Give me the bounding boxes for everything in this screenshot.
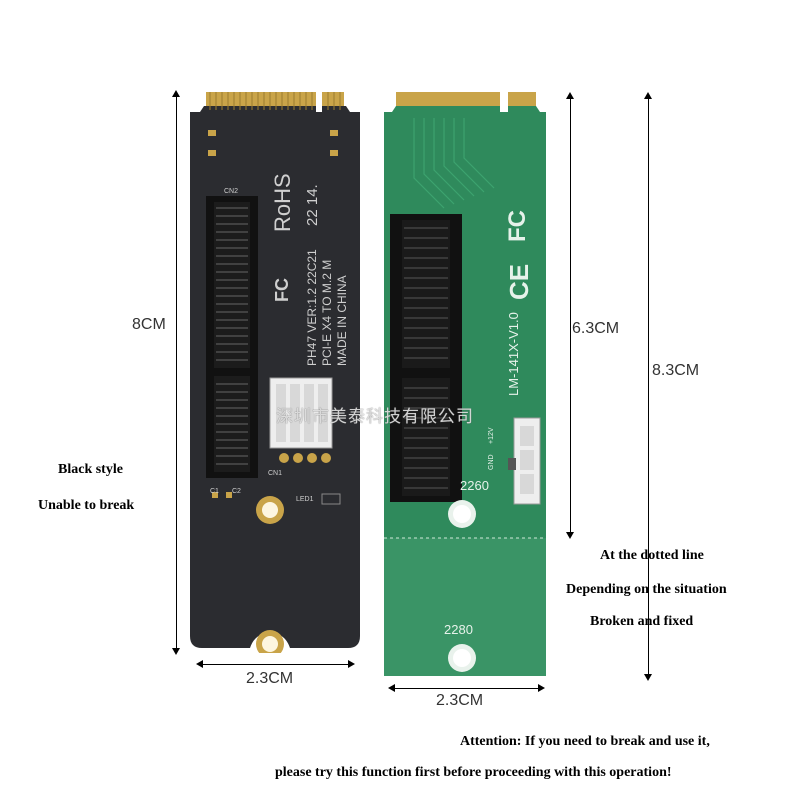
green-fc-mark: FC (504, 210, 531, 242)
green-width-label: 2.3CM (436, 692, 484, 709)
black-pcb-board (190, 92, 360, 653)
green-2280-label: 2280 (444, 622, 473, 637)
black-model-text: PCI-E X4 TO M.2 M (320, 259, 334, 366)
note-try-function: please try this function first before pr… (275, 765, 672, 780)
green-model-text: LM-141X-V1.0 (506, 312, 521, 396)
black-cn1-label: CN1 (268, 470, 283, 477)
green-ce-mark: CE (504, 263, 534, 300)
pcie-x4-slot (390, 214, 462, 502)
green-pcb-board (384, 92, 546, 676)
black-c2-label: C2 (232, 488, 241, 495)
green-total-height-label: 8.3CM (652, 362, 700, 379)
black-cn2-label: CN2 (224, 188, 239, 195)
green-height-label: 6.3CM (572, 320, 620, 337)
green-2260-label: 2260 (460, 478, 489, 493)
note-attention: Attention: If you need to break and use … (460, 734, 710, 749)
note-depending: Depending on the situation (566, 582, 727, 597)
black-rohs-label: RoHS (270, 173, 295, 232)
note-broken-fixed: Broken and fixed (590, 614, 694, 629)
black-c1-label: C1 (210, 488, 219, 495)
black-width-label: 2.3CM (246, 670, 294, 687)
watermark: 深圳市美泰科技有限公司 (276, 407, 474, 426)
green-gnd-label: GND (488, 454, 495, 470)
pcie-x4-slot (206, 196, 258, 478)
black-date-code: 22 14. (304, 184, 321, 226)
power-connector (269, 377, 333, 463)
note-unable-to-break: Unable to break (38, 498, 135, 513)
black-version-text: PH47 VER:1.2 22C21 (305, 249, 319, 366)
power-connector (508, 417, 541, 505)
black-origin-text: MADE IN CHINA (335, 275, 349, 366)
note-dotted-line: At the dotted line (600, 548, 704, 563)
black-led1-label: LED1 (296, 496, 314, 503)
black-height-label: 8CM (132, 316, 166, 333)
note-black-style: Black style (58, 462, 123, 477)
black-fc-mark: FC (272, 278, 292, 302)
green-12v-label: +12V (488, 427, 495, 444)
